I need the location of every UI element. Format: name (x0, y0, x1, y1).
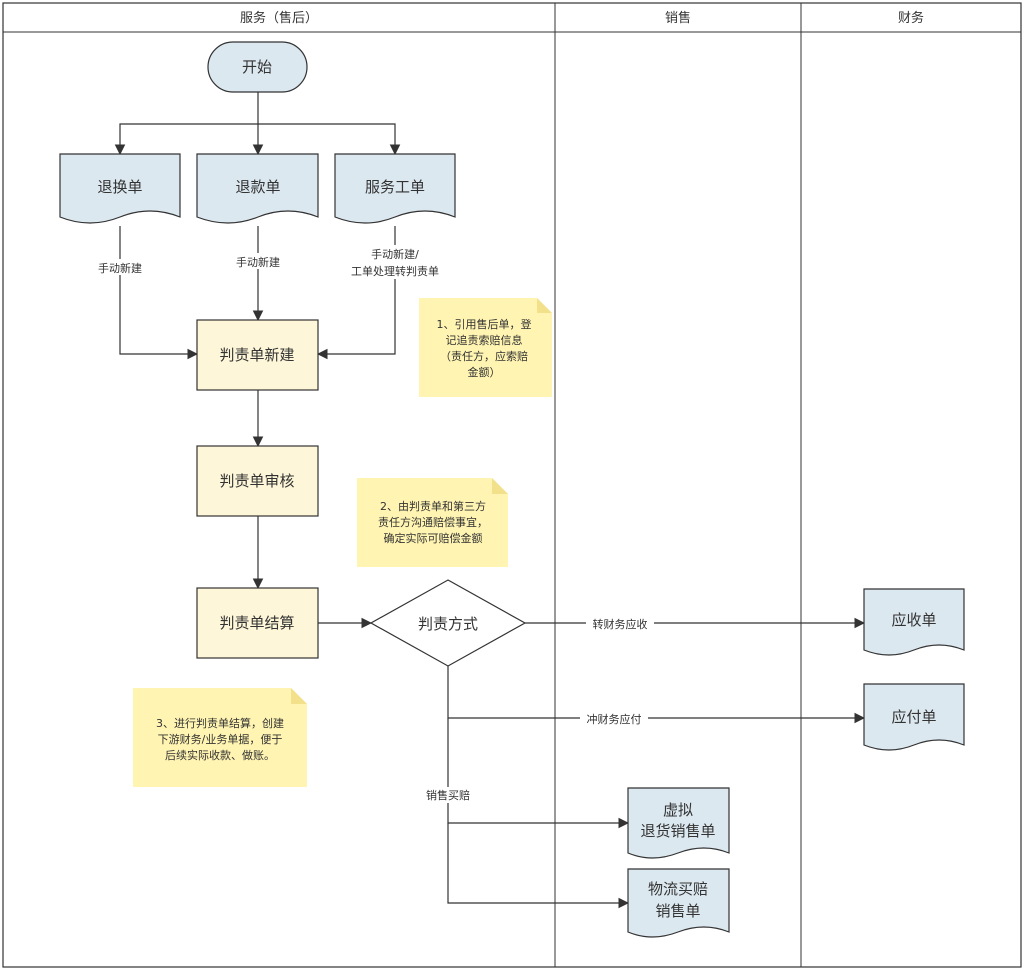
note-2: 2、由判责单和第三方 责任方沟通赔偿事宜， 确定实际可赔偿金额 (357, 478, 508, 567)
start-label: 开始 (242, 58, 272, 76)
doc-refund: 退款单 (196, 153, 319, 224)
edge-to-logistics-sale (447, 823, 630, 909)
note-3: 3、进行判责单结算，创建 下游财务/业务单据，便于 后续实际收款、做账。 (133, 688, 307, 787)
process-create-label: 判责单新建 (219, 346, 294, 364)
note-1-line3: （责任方，应索赔 (440, 349, 528, 363)
note-1-line2: 记追责索赔信息 (446, 333, 523, 347)
doc-logistics-sale-line2: 销售单 (655, 902, 700, 920)
lane-title-service: 服务（售后） (240, 10, 318, 26)
decision-node: 判责方式 (369, 579, 527, 667)
doc-refund-label: 退款单 (235, 178, 280, 196)
doc-virtual-return-line2: 退货销售单 (640, 822, 715, 840)
note-1-line1: 1、引用售后单，登 (437, 317, 532, 331)
doc-payable: 应付单 (863, 683, 965, 751)
note-3-line1: 3、进行判责单结算，创建 (156, 716, 284, 730)
process-create: 判责单新建 (196, 319, 319, 391)
lane-title-finance: 财务 (898, 10, 924, 26)
start-node: 开始 (207, 41, 308, 93)
edge-label-to-payable: 冲财务应付 (587, 712, 642, 726)
edge-to-service (258, 123, 401, 156)
edge-labels: 手动新建 手动新建 手动新建/ 工单处理转判责单 转财务应收 冲财务应付 销售买… (90, 245, 654, 803)
note-3-line3: 后续实际收款、做账。 (165, 748, 275, 762)
doc-exchange: 退换单 (59, 153, 181, 224)
note-1: 1、引用售后单，登 记追责索赔信息 （责任方，应索赔 金额） (419, 298, 552, 397)
doc-logistics-sale-line1: 物流买赔 (648, 880, 708, 898)
edge-label-to-receivable: 转财务应收 (593, 617, 648, 631)
note-3-line2: 下游财务/业务单据，便于 (158, 732, 283, 746)
doc-logistics-sale: 物流买赔 销售单 (627, 868, 730, 938)
process-settle-label: 判责单结算 (219, 614, 294, 632)
doc-receivable-label: 应收单 (891, 611, 936, 629)
edge-label-sales-compensation: 销售买赔 (426, 788, 470, 802)
process-review: 判责单审核 (196, 445, 319, 517)
doc-service-label: 服务工单 (365, 178, 425, 196)
doc-virtual-return: 虚拟 退货销售单 (627, 787, 730, 859)
edge-label-manual-new-2: 手动新建 (236, 255, 280, 269)
decision-label: 判责方式 (418, 615, 478, 633)
note-1-line4: 金额） (468, 365, 501, 379)
edge-label-manual-new-3b: 工单处理转判责单 (351, 264, 439, 278)
edge-label-manual-new-3a: 手动新建/ (371, 247, 419, 261)
doc-exchange-label: 退换单 (97, 178, 142, 196)
note-2-line2: 责任方沟通赔偿事宜， (378, 515, 488, 529)
doc-virtual-return-line1: 虚拟 (663, 801, 693, 819)
note-2-line1: 2、由判责单和第三方 (380, 499, 486, 513)
doc-payable-label: 应付单 (891, 708, 936, 726)
lane-title-sales: 销售 (665, 10, 691, 26)
edge-to-exchange (114, 123, 258, 156)
doc-receivable: 应收单 (863, 588, 965, 656)
process-settle: 判责单结算 (196, 587, 319, 659)
note-2-line3: 确定实际可赔偿金额 (384, 531, 483, 545)
doc-service-order: 服务工单 (334, 153, 456, 224)
process-review-label: 判责单审核 (219, 472, 294, 490)
edge-label-manual-new-1: 手动新建 (98, 261, 142, 275)
